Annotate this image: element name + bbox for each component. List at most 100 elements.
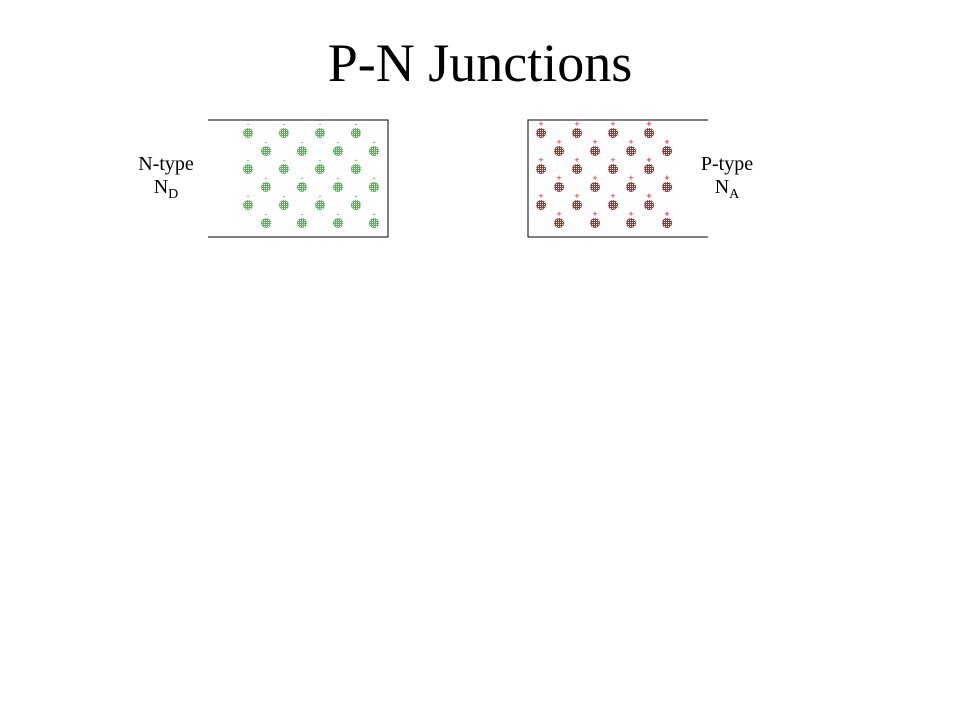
n-charge: -	[355, 119, 358, 129]
n-charge: -	[373, 173, 376, 183]
n-charge: -	[355, 155, 358, 165]
n-atom-texture	[279, 128, 289, 138]
n-atom-texture	[279, 164, 289, 174]
p-atom: +	[536, 119, 546, 138]
n-charge: -	[301, 173, 304, 183]
p-atom: +	[644, 191, 654, 210]
n-atom: -	[261, 173, 271, 192]
p-atom: +	[554, 173, 564, 192]
p-block-outline	[527, 119, 708, 238]
n-atom-texture	[351, 200, 361, 210]
n-atom: -	[279, 155, 289, 174]
p-type-label: P-type NA	[689, 153, 765, 206]
p-charge: +	[556, 209, 561, 219]
n-charge: -	[283, 191, 286, 201]
n-charge: -	[373, 209, 376, 219]
donor-concentration: ND	[128, 176, 204, 206]
slide-title: P-N Junctions	[327, 33, 633, 93]
p-atom-texture	[572, 200, 582, 210]
p-atom-texture	[536, 128, 546, 138]
n-charge: -	[337, 137, 340, 147]
n-atom: -	[297, 137, 307, 156]
n-atom: -	[333, 137, 343, 156]
p-atom-texture	[590, 218, 600, 228]
p-atom-texture	[644, 164, 654, 174]
n-charge: -	[265, 137, 268, 147]
p-atom: +	[662, 173, 672, 192]
n-atom: -	[351, 119, 361, 138]
p-atom: +	[644, 119, 654, 138]
n-atom: -	[279, 119, 289, 138]
n-atom-texture	[243, 164, 253, 174]
p-charge: +	[610, 155, 615, 165]
n-atom-texture	[315, 164, 325, 174]
n-atom-texture	[369, 146, 379, 156]
n-atom-texture	[369, 218, 379, 228]
p-atom-texture	[626, 218, 636, 228]
p-atom: +	[536, 191, 546, 210]
n-atom-texture	[333, 218, 343, 228]
donor-concentration-subscript: D	[168, 187, 179, 202]
p-atom-texture	[554, 146, 564, 156]
n-atom: -	[243, 191, 253, 210]
donor-concentration-main: N	[153, 176, 169, 198]
n-atom-texture	[369, 182, 379, 192]
p-charge: +	[628, 209, 633, 219]
p-atom: +	[554, 137, 564, 156]
n-atom: -	[297, 173, 307, 192]
p-charge: +	[592, 209, 597, 219]
p-atom-texture	[590, 146, 600, 156]
n-atom: -	[351, 155, 361, 174]
p-atom: +	[554, 209, 564, 228]
n-atom-texture	[243, 128, 253, 138]
p-atom-texture	[626, 146, 636, 156]
p-charge: +	[646, 119, 651, 129]
n-atom-texture	[261, 146, 271, 156]
p-charge: +	[574, 119, 579, 129]
acceptor-concentration: NA	[689, 176, 765, 206]
p-charge: +	[664, 137, 669, 147]
p-charge: +	[628, 137, 633, 147]
n-atom: -	[369, 173, 379, 192]
p-charge: +	[664, 137, 669, 147]
p-charge: +	[610, 119, 615, 129]
p-atom-texture	[608, 164, 618, 174]
p-charge: +	[592, 173, 597, 183]
p-charge: +	[574, 191, 579, 201]
n-charge: -	[337, 173, 340, 183]
p-atom-texture	[608, 128, 618, 138]
p-atom: +	[590, 137, 600, 156]
n-charge: -	[373, 173, 376, 183]
n-atom: -	[315, 191, 325, 210]
n-charge: -	[355, 155, 358, 165]
n-block-outline	[208, 119, 389, 238]
n-charge: -	[355, 191, 358, 201]
p-atom-texture	[536, 200, 546, 210]
p-atom-texture	[572, 164, 582, 174]
n-charge: -	[283, 155, 286, 165]
p-charge: +	[610, 191, 615, 201]
n-atom: -	[279, 191, 289, 210]
n-type-block: ------------------------------	[208, 119, 389, 238]
p-charge: +	[592, 137, 597, 147]
n-atom-texture	[243, 200, 253, 210]
p-charge: +	[556, 137, 561, 147]
p-atom-texture	[590, 182, 600, 192]
n-atom-texture	[297, 146, 307, 156]
p-charge: +	[646, 119, 651, 129]
p-atom: +	[572, 119, 582, 138]
n-atom-texture	[315, 200, 325, 210]
p-charge: +	[664, 209, 669, 219]
p-atom: +	[608, 119, 618, 138]
n-atom-texture	[261, 182, 271, 192]
n-atom: -	[369, 137, 379, 156]
p-charge: +	[646, 191, 651, 201]
n-atom: -	[369, 209, 379, 228]
p-charge: +	[628, 173, 633, 183]
p-atom: +	[536, 155, 546, 174]
n-charge: -	[247, 155, 250, 165]
p-charge: +	[538, 119, 543, 129]
n-atom: -	[243, 119, 253, 138]
n-atom-texture	[261, 218, 271, 228]
p-atom-texture	[662, 182, 672, 192]
